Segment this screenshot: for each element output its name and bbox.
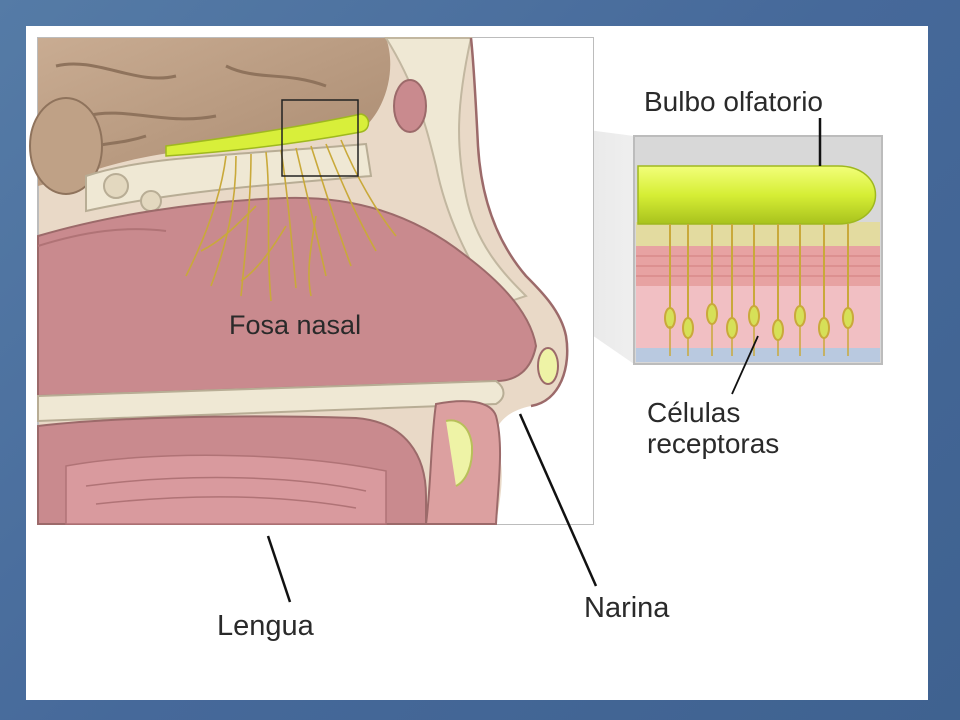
olfactory-bulb-large xyxy=(637,165,877,225)
slide-panel: Fosa nasal Bulbo olfatorio Células recep… xyxy=(26,26,928,700)
label-celulas: Células xyxy=(647,397,741,428)
label-narina: Narina xyxy=(584,592,670,624)
magnifier-box xyxy=(281,99,359,177)
olfactory-nerve-fibres xyxy=(185,139,397,302)
label-fosa-nasal: Fosa nasal xyxy=(229,310,362,340)
leader-narina xyxy=(518,413,598,587)
nasal-cavity-diagram xyxy=(29,37,883,603)
nostril xyxy=(537,347,559,385)
nasal-cavity xyxy=(37,196,538,398)
hard-palate xyxy=(37,379,505,423)
label-bulbo-olfatorio: Bulbo olfatorio xyxy=(644,86,824,117)
olfactory-bulb-small xyxy=(165,113,370,157)
leader-lines xyxy=(266,118,822,603)
leader-lengua xyxy=(266,535,292,603)
label-receptoras: receptoras xyxy=(647,428,780,459)
leader-celulas xyxy=(731,335,759,395)
anatomy-illustration xyxy=(29,37,594,525)
detail-inset xyxy=(633,135,883,365)
label-lengua: Lengua xyxy=(217,610,314,642)
brain xyxy=(38,38,391,186)
